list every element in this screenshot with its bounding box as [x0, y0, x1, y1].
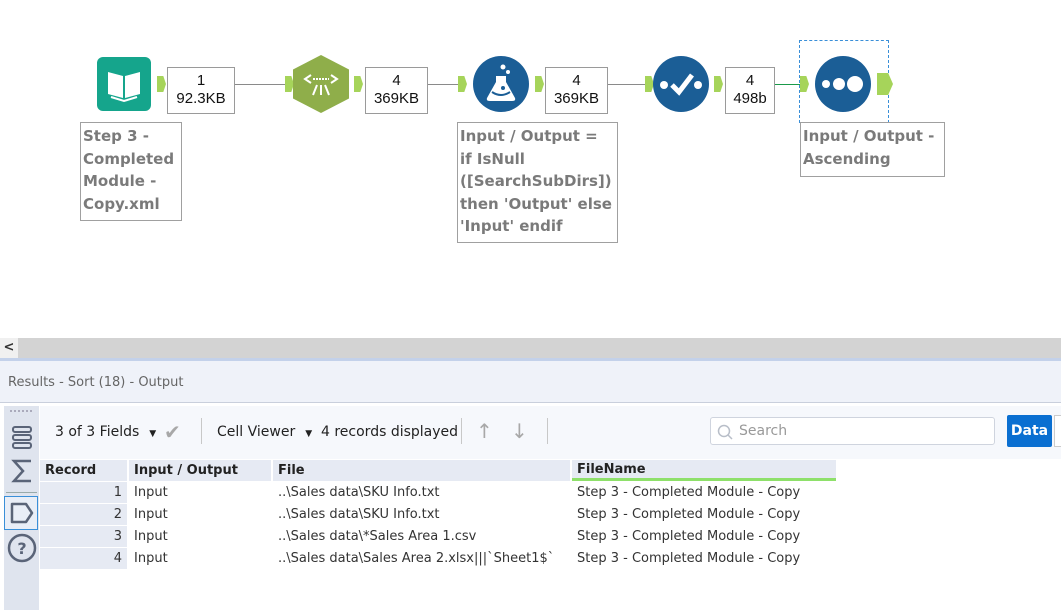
column-header-record[interactable]: Record [40, 460, 127, 481]
record-cell: 1 [40, 482, 127, 503]
flask-icon [486, 64, 516, 101]
results-toolbar: 3 of 3 Fields ▼ ✔ Cell Viewer ▼ 4 records … [40, 406, 1061, 459]
output-anchor[interactable] [354, 76, 363, 92]
annotation-formula: Input / Output = if IsNull ([SearchSubDi… [457, 122, 618, 243]
panel-divider [0, 358, 1061, 361]
cell[interactable]: Step 3 - Completed Module - Copy [572, 548, 836, 569]
data-size: 369KB [553, 90, 600, 107]
output-anchor[interactable] [535, 76, 544, 92]
cell[interactable]: ..\Sales data\*Sales Area 1.csv [273, 526, 570, 547]
records-displayed: 4 records displayed [321, 424, 459, 440]
sidebar-divider [6, 492, 37, 493]
svg-text:?: ? [17, 539, 26, 558]
scroll-left-button[interactable]: < [0, 338, 18, 358]
input-anchor[interactable] [645, 76, 654, 92]
input-anchor[interactable] [800, 76, 809, 92]
sigma-icon[interactable] [11, 459, 33, 483]
annotation-sort: Input / Output - Ascending [800, 122, 945, 177]
cell[interactable]: ..\Sales data\SKU Info.txt [273, 482, 570, 503]
toolbar-separator [547, 418, 548, 444]
metadata-button[interactable] [1054, 415, 1061, 447]
output-anchor[interactable] [714, 76, 723, 92]
horizontal-scrollbar[interactable]: < [0, 338, 1061, 358]
input-anchor[interactable] [285, 76, 294, 92]
fields-label: 3 of 3 Fields [55, 424, 140, 440]
tag-button[interactable] [4, 496, 38, 530]
input-anchor[interactable] [458, 76, 467, 92]
sort-tool[interactable] [815, 56, 871, 112]
connection-line[interactable] [428, 84, 458, 85]
search-icon [717, 424, 733, 440]
output-anchor[interactable] [877, 73, 893, 95]
viewer-label: Cell Viewer [217, 424, 296, 440]
output-anchor[interactable] [157, 76, 166, 92]
cell[interactable]: Step 3 - Completed Module - Copy [572, 504, 836, 525]
check-icon [660, 73, 702, 96]
help-icon[interactable]: ? [7, 533, 37, 563]
data-size: 498b [733, 90, 767, 107]
directory-icon [303, 74, 339, 96]
toolbar-separator [461, 418, 462, 444]
input-data-tool[interactable] [97, 57, 151, 111]
record-count: 4 [745, 72, 755, 89]
annotation-input: Step 3 - Completed Module - Copy.xml [80, 122, 182, 221]
cell[interactable]: Input [129, 526, 271, 547]
list-icon[interactable] [11, 425, 33, 449]
column-header-filename[interactable]: FileName [572, 460, 836, 481]
book-icon [108, 72, 140, 103]
toolbar-separator [201, 418, 202, 444]
arrow-up-icon[interactable]: ↑ [476, 419, 493, 443]
search-placeholder: Search [739, 423, 788, 439]
search-input[interactable]: Search [710, 417, 995, 445]
drag-handle[interactable] [10, 410, 32, 412]
caret-down-icon: ▼ [149, 429, 157, 439]
arrow-down-icon[interactable]: ↓ [511, 419, 528, 443]
connection-line[interactable] [608, 84, 645, 85]
cell[interactable]: Input [129, 504, 271, 525]
cell[interactable]: Step 3 - Completed Module - Copy [572, 482, 836, 503]
data-button[interactable]: Data [1007, 415, 1052, 447]
column-header-input-output[interactable]: Input / Output [129, 460, 271, 481]
table-header-row: Record Input / Output File FileName [40, 460, 836, 481]
caret-down-icon: ▼ [305, 429, 313, 439]
record-cell: 2 [40, 504, 127, 525]
connection-line[interactable] [775, 84, 800, 85]
results-sidebar: ? [4, 406, 39, 610]
formula-tool[interactable] [473, 56, 529, 112]
select-tool[interactable] [653, 56, 709, 112]
cell-viewer-dropdown[interactable]: Cell Viewer ▼ [217, 424, 312, 440]
cell[interactable]: Input [129, 548, 271, 569]
record-count: 4 [392, 72, 401, 89]
record-count: 4 [572, 72, 581, 89]
column-header-file[interactable]: File [273, 460, 570, 481]
cell[interactable]: ..\Sales data\SKU Info.txt [273, 504, 570, 525]
record-cell: 3 [40, 526, 127, 547]
cell[interactable]: Step 3 - Completed Module - Copy [572, 526, 836, 547]
apply-check-icon[interactable]: ✔ [164, 420, 181, 444]
results-title: Results - Sort (18) - Output [8, 375, 184, 390]
data-size: 92.3KB [176, 90, 226, 107]
tag-icon [10, 502, 34, 524]
record-count: 1 [196, 72, 206, 89]
directory-tool[interactable] [293, 55, 349, 113]
results-header: Results - Sort (18) - Output [0, 361, 1061, 403]
record-cell: 4 [40, 548, 127, 569]
connection-line[interactable] [235, 84, 285, 85]
dots-icon [822, 76, 863, 92]
fields-dropdown[interactable]: 3 of 3 Fields ▼ [55, 424, 156, 440]
data-size: 369KB [373, 90, 420, 107]
cell[interactable]: ..\Sales data\Sales Area 2.xlsx|||`Sheet… [273, 548, 570, 569]
cell[interactable]: Input [129, 482, 271, 503]
